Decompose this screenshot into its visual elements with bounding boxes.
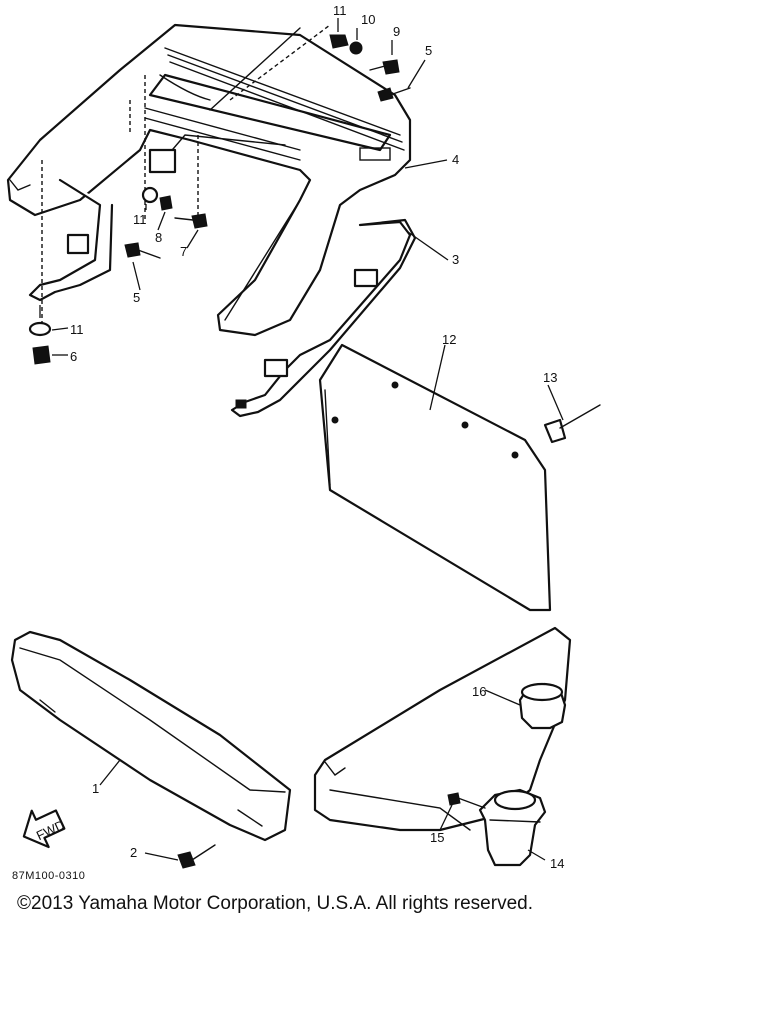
copyright-notice: ©2013 Yamaha Motor Corporation, U.S.A. A…: [17, 893, 533, 914]
callout-14: 14: [550, 856, 564, 871]
callout-5-top: 5: [425, 43, 432, 58]
callout-7: 7: [180, 244, 187, 259]
grab-bar-part-4: [6, 23, 412, 337]
bolt-part-2: [177, 844, 216, 869]
callout-16: 16: [472, 684, 486, 699]
callout-11-low: 11: [70, 322, 84, 337]
callout-3: 3: [452, 252, 459, 267]
clamp-part-15: [447, 792, 486, 809]
hardware-bolt-9: [369, 59, 400, 75]
callout-15: 15: [430, 830, 444, 845]
hardware-nut-11-mid: [141, 186, 159, 204]
hardware-screw-5-top: [377, 87, 411, 102]
hardware-bolt-7: [174, 213, 208, 229]
hardware-washer-8: [159, 195, 173, 211]
forward-arrow-icon: FWD: [22, 809, 67, 849]
callout-numbers: 11 10 9 5 4 3 12 13 11 8 7 5 11 6 1 2 16…: [70, 3, 564, 871]
hardware-screw-5-mid: [124, 242, 161, 259]
filler-neck-part-14: [478, 788, 547, 867]
callout-11-mid: 11: [133, 212, 147, 227]
callout-8: 8: [155, 230, 162, 245]
hardware-washer-11-low: [28, 321, 52, 337]
rubber-cap-part-16: [518, 682, 567, 730]
callout-10: 10: [361, 12, 375, 27]
callout-6: 6: [70, 349, 77, 364]
mud-flap-part-12: [318, 343, 552, 612]
rear-frame-part-3: [230, 218, 417, 418]
drawing-code: 87M100-0310: [12, 870, 86, 882]
callout-13: 13: [543, 370, 557, 385]
hardware-washer-10: [349, 41, 363, 55]
callout-4: 4: [452, 152, 459, 167]
wire-harness: [28, 24, 331, 330]
callout-2: 2: [130, 845, 137, 860]
bumper-part-1: [10, 630, 292, 842]
callout-12: 12: [442, 332, 456, 347]
callout-9: 9: [393, 24, 400, 39]
leader-lines: [39, 18, 564, 861]
callout-1: 1: [92, 781, 99, 796]
callout-5-mid: 5: [133, 290, 140, 305]
hardware-bolt-6: [32, 345, 51, 365]
rivet-part-13: [543, 404, 601, 444]
hardware-nut-11-top: [329, 34, 349, 49]
callout-11-top: 11: [333, 3, 347, 18]
